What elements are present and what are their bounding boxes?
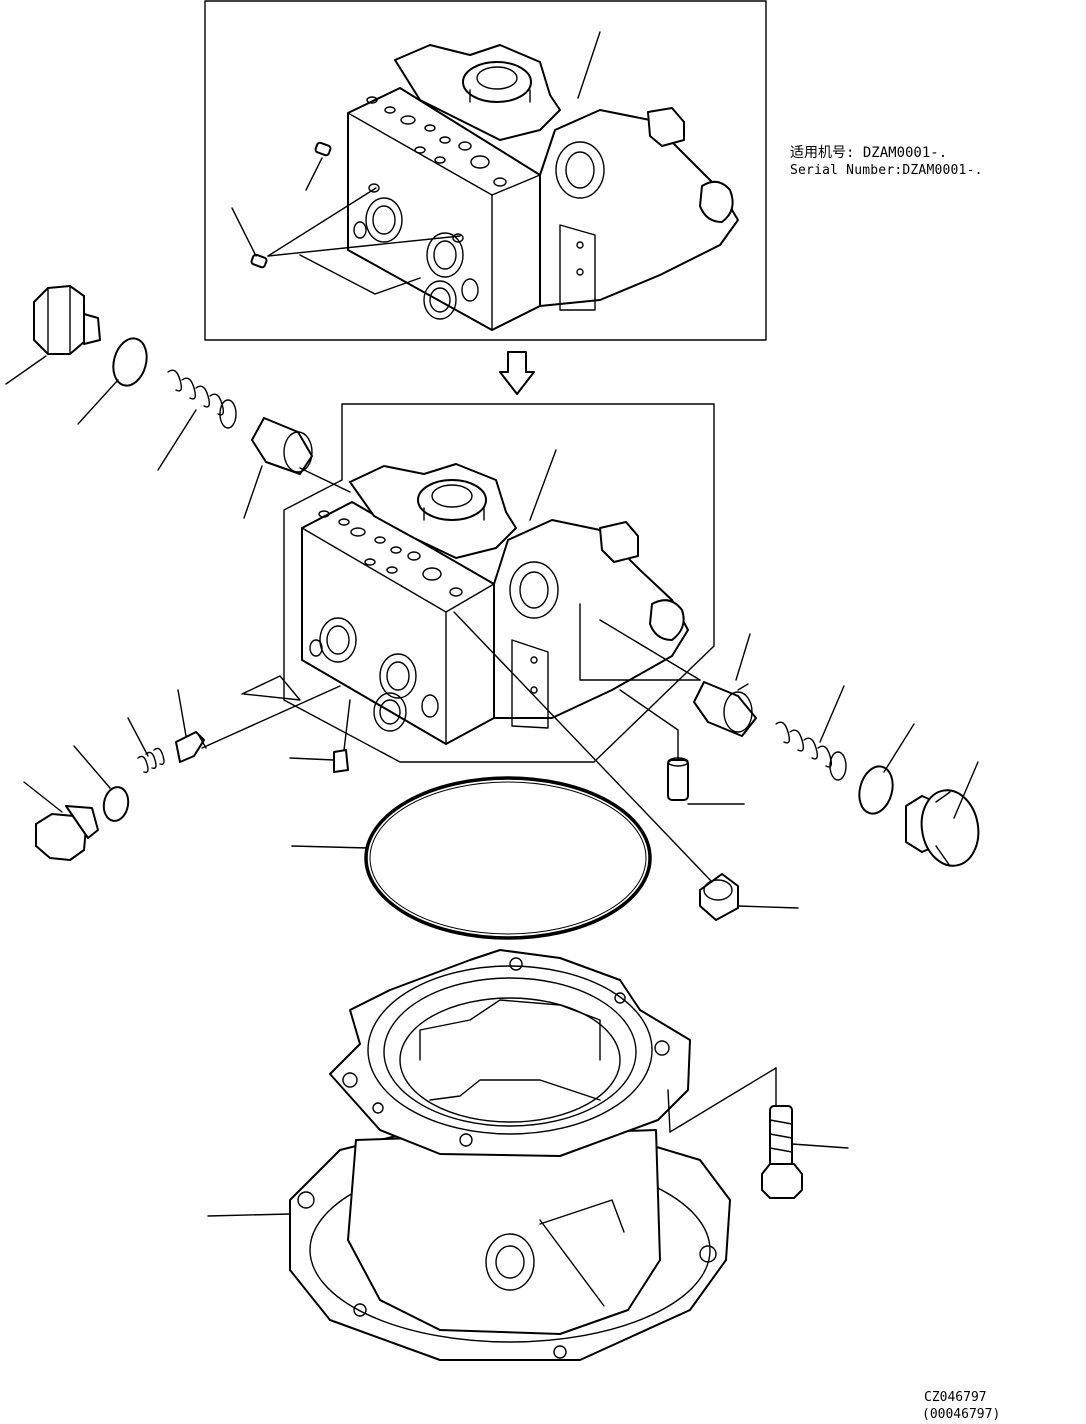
motor-housing[interactable]	[289, 949, 731, 1361]
mounting-bolt[interactable]	[761, 1105, 803, 1199]
valve-block[interactable]	[301, 463, 689, 745]
plug-right[interactable]	[905, 786, 984, 871]
transition-arrow-icon	[499, 351, 535, 395]
illustration-code-secondary: (00046797)	[922, 1407, 1001, 1422]
pin[interactable]	[667, 757, 689, 801]
spring-right[interactable]	[775, 721, 847, 781]
o-ring-left-upper[interactable]	[108, 335, 151, 390]
o-ring-right[interactable]	[854, 763, 897, 818]
serial-number-english: Serial Number:DZAM0001-.	[790, 163, 983, 178]
spring-left-upper[interactable]	[167, 369, 237, 429]
check-pin[interactable]	[175, 731, 207, 763]
valve-outline-frame	[241, 403, 715, 763]
valve-block-inset[interactable]	[250, 44, 739, 331]
spool-right[interactable]	[693, 681, 757, 737]
bushing[interactable]	[699, 873, 739, 921]
small-plug[interactable]	[333, 749, 349, 773]
plug-left-lower[interactable]	[35, 805, 99, 861]
inset-frame	[204, 0, 767, 341]
inset-leaders	[231, 31, 601, 295]
illustration-code: CZ046797	[924, 1390, 987, 1405]
spring-left-lower[interactable]	[137, 747, 165, 774]
o-ring-left-lower[interactable]	[101, 785, 131, 823]
plug-left-upper[interactable]	[33, 285, 101, 355]
spool-left[interactable]	[251, 417, 313, 475]
serial-number-chinese: 适用机号: DZAM0001-.	[790, 145, 948, 161]
leader-lines	[5, 355, 979, 1307]
large-o-ring[interactable]	[364, 776, 652, 940]
